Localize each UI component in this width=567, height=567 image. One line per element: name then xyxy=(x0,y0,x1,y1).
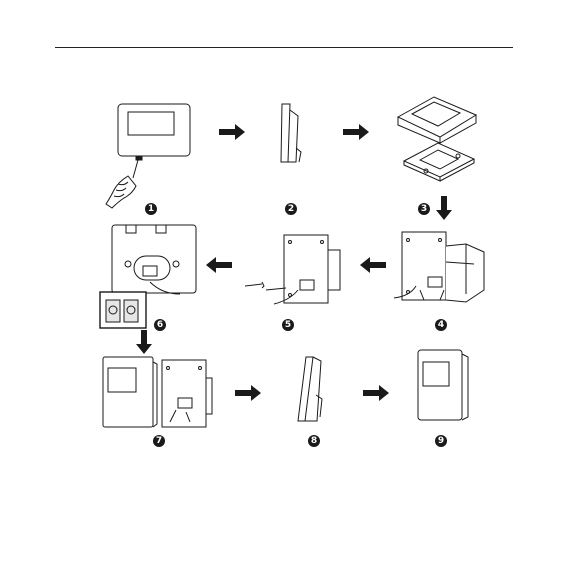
step-1-illustration xyxy=(106,104,190,208)
step-number-6: 6 xyxy=(157,320,163,330)
step-6-illustration xyxy=(100,225,196,328)
step-number-4: 4 xyxy=(438,320,444,330)
step-number-3: 3 xyxy=(421,204,427,214)
step-5-illustration xyxy=(245,235,340,304)
step-badge-7: 7 xyxy=(153,435,165,447)
arrow-right-7-8 xyxy=(235,385,261,401)
step-badge-1: 1 xyxy=(145,203,157,215)
arrow-left-4-5 xyxy=(360,257,386,273)
step-badge-8: 8 xyxy=(308,435,320,447)
step-badge-5: 5 xyxy=(282,319,294,331)
step-9-illustration xyxy=(418,350,468,420)
step-number-8: 8 xyxy=(311,436,317,446)
step-3-illustration xyxy=(398,97,476,181)
step-badge-2: 2 xyxy=(285,203,297,215)
step-number-1: 1 xyxy=(148,204,154,214)
arrow-down-3-4 xyxy=(436,196,452,220)
arrow-right-1-2 xyxy=(219,124,245,140)
arrow-down-6-7 xyxy=(136,330,152,354)
step-number-7: 7 xyxy=(156,436,162,446)
step-4-illustration xyxy=(394,232,484,302)
step-number-2: 2 xyxy=(288,204,294,214)
arrow-right-8-9 xyxy=(363,385,389,401)
step-7-illustration xyxy=(103,357,212,427)
step-8-illustration xyxy=(298,357,322,421)
arrow-right-2-3 xyxy=(343,124,369,140)
step-number-9: 9 xyxy=(438,436,444,446)
step-2-illustration xyxy=(281,104,301,162)
step-badge-4: 4 xyxy=(435,319,447,331)
step-badge-3: 3 xyxy=(418,203,430,215)
step-badge-6: 6 xyxy=(154,319,166,331)
step-number-5: 5 xyxy=(285,320,291,330)
arrow-left-5-6 xyxy=(206,257,232,273)
step-badge-9: 9 xyxy=(435,435,447,447)
